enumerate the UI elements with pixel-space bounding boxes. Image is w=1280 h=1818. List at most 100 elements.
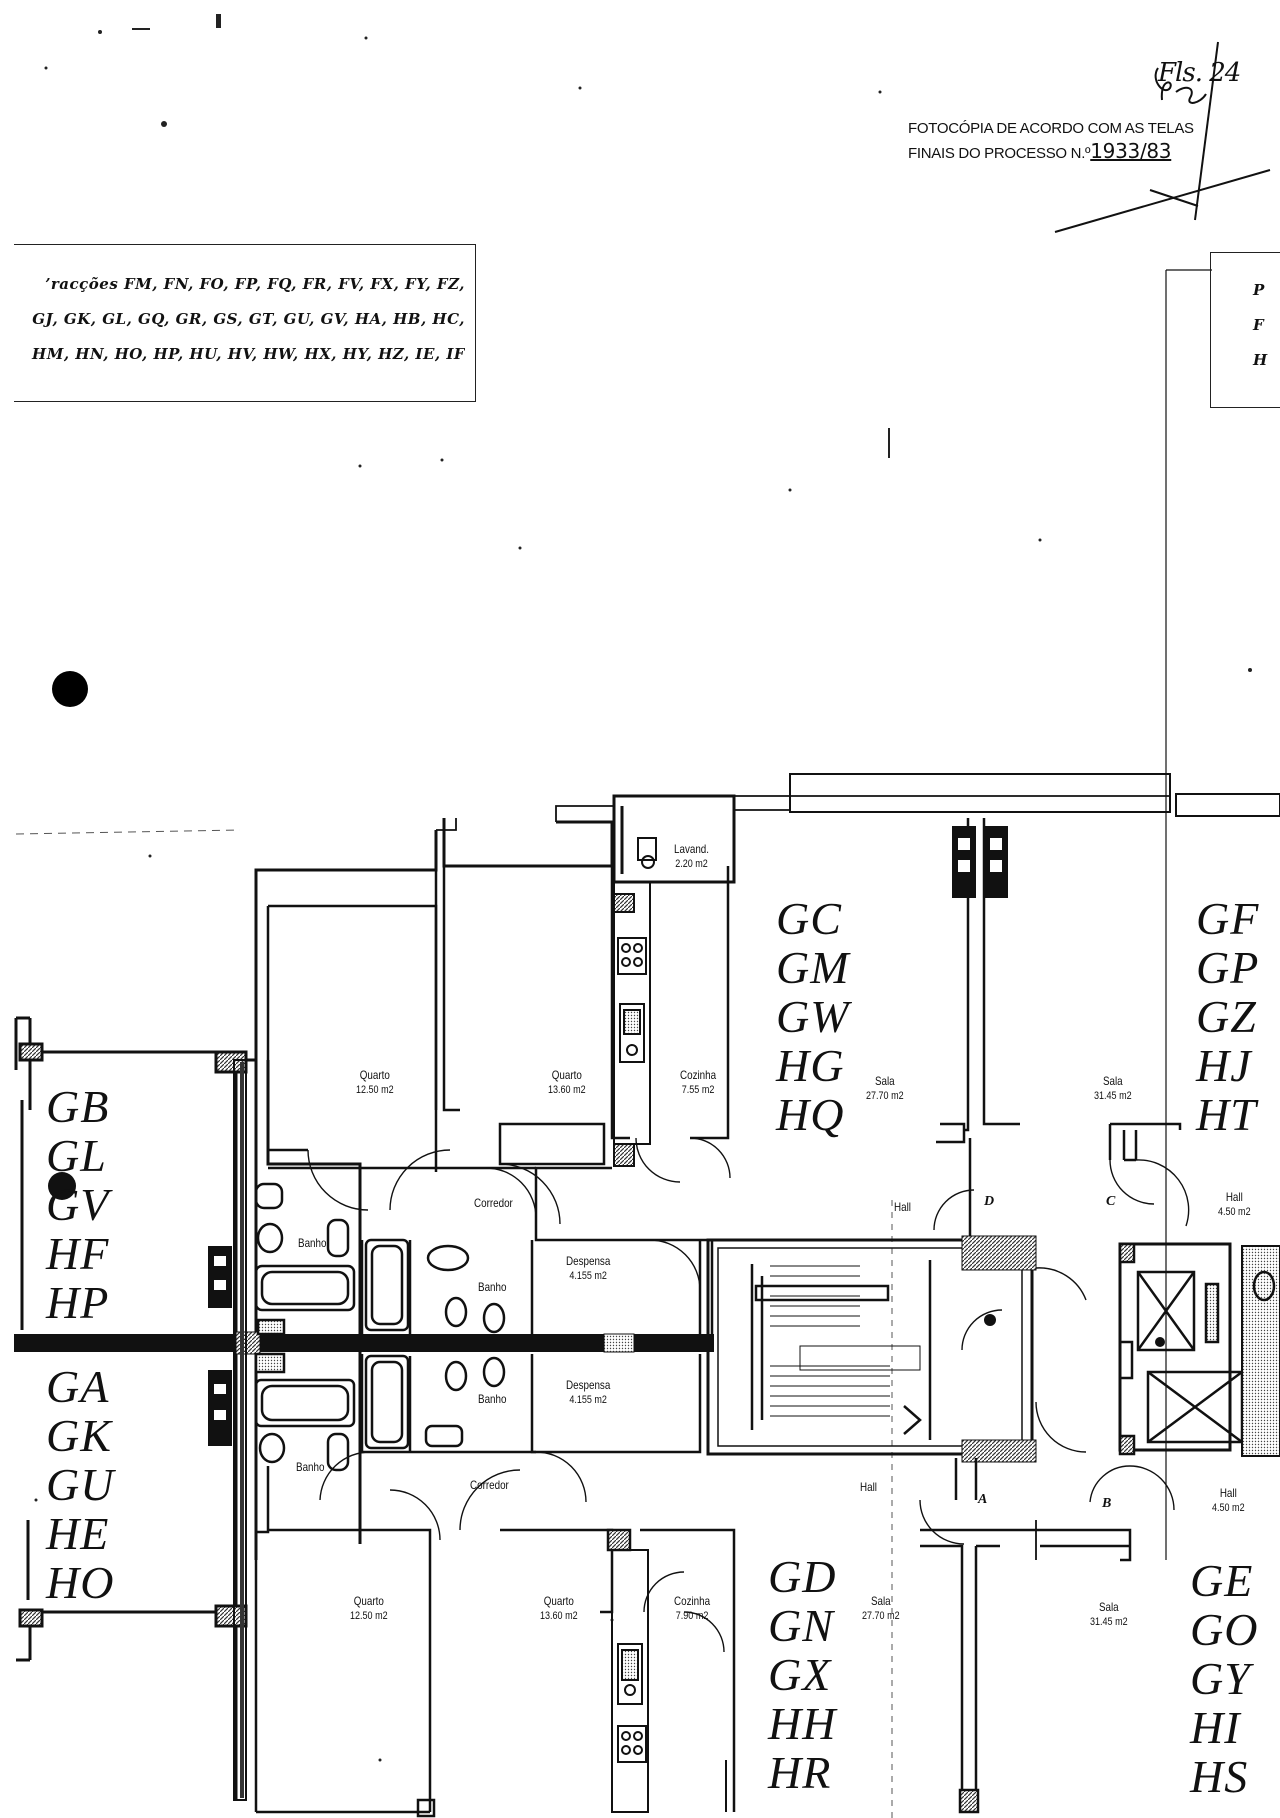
punch-hole bbox=[52, 671, 88, 707]
unit-code: GV bbox=[46, 1179, 110, 1230]
room-name: Banho bbox=[478, 1280, 507, 1294]
room-area: 12.50 m2 bbox=[356, 1084, 394, 1096]
room-name: Sala bbox=[870, 1594, 891, 1608]
unit-code: HF bbox=[46, 1228, 110, 1279]
room-banho-1: Banho bbox=[298, 1236, 326, 1251]
units-left-lower: GA GK GU HE HO bbox=[46, 1362, 114, 1607]
room-name: Corredor bbox=[470, 1478, 509, 1492]
walls bbox=[14, 773, 1280, 1800]
room-name: Quarto bbox=[543, 1594, 574, 1608]
room-name: Quarto bbox=[353, 1594, 384, 1608]
units-center-lower: GD GN GX HH HR bbox=[768, 1552, 836, 1797]
room-area: 12.50 m2 bbox=[350, 1610, 388, 1622]
room-name: Despensa bbox=[566, 1378, 611, 1392]
units-right-lower: GE GO GY HI HS bbox=[1190, 1556, 1258, 1801]
unit-code: GK bbox=[46, 1410, 112, 1461]
room-area: 7.90 m2 bbox=[675, 1610, 709, 1622]
room-area: 4.155 m2 bbox=[569, 1270, 607, 1282]
unit-code: GY bbox=[1190, 1653, 1251, 1704]
unit-code: GL bbox=[46, 1130, 107, 1181]
room-name: Hall bbox=[1219, 1486, 1237, 1500]
room-corredor-top: Corredor bbox=[474, 1196, 513, 1211]
room-area: 27.70 m2 bbox=[866, 1090, 904, 1102]
room-area: 4.155 m2 bbox=[569, 1394, 607, 1406]
room-name: Hall bbox=[894, 1200, 911, 1214]
units-right-upper: GF GP GZ HJ HT bbox=[1196, 894, 1259, 1139]
room-name: Quarto bbox=[551, 1068, 582, 1082]
punch-hole-small bbox=[48, 1172, 76, 1200]
room-banho-4: Banho bbox=[296, 1460, 324, 1475]
stamp-line-1: FOTOCÓPIA DE ACORDO COM AS TELAS bbox=[908, 120, 1194, 137]
room-hall-top-right: Hall 4.50 m2 bbox=[1218, 1190, 1251, 1220]
room-name: Banho bbox=[478, 1392, 507, 1406]
unit-code: GB bbox=[46, 1081, 110, 1132]
stamp-line-2: FINAIS DO PROCESSO N.º1933/83 bbox=[908, 140, 1198, 165]
unit-code: HJ bbox=[1196, 1040, 1252, 1091]
unit-code: HE bbox=[46, 1508, 110, 1559]
side-fractions-box: P F H bbox=[1210, 252, 1280, 408]
room-name: Sala bbox=[1102, 1074, 1123, 1088]
unit-code: HO bbox=[46, 1557, 115, 1608]
unit-code: GC bbox=[776, 893, 842, 944]
room-name: Corredor bbox=[474, 1196, 513, 1210]
scan-specks bbox=[34, 14, 1252, 1762]
room-area: 2.20 m2 bbox=[675, 858, 708, 870]
page-mark: Fls. 24 bbox=[1158, 58, 1241, 88]
unit-code: GF bbox=[1196, 893, 1260, 944]
room-area: 13.60 m2 bbox=[548, 1084, 586, 1096]
unit-code: HI bbox=[1190, 1702, 1241, 1753]
side-line-1: P bbox=[1253, 281, 1265, 299]
room-despensa-top: Despensa 4.155 m2 bbox=[566, 1254, 610, 1284]
unit-code: HG bbox=[776, 1040, 845, 1091]
room-hall-top-left: Hall bbox=[894, 1200, 911, 1215]
room-area: 31.45 m2 bbox=[1094, 1090, 1132, 1102]
stamp-process-label: FINAIS DO PROCESSO N.º bbox=[908, 145, 1091, 162]
door-letter-c: C bbox=[1106, 1194, 1116, 1209]
side-line-3: H bbox=[1253, 351, 1268, 369]
room-corredor-bottom: Corredor bbox=[470, 1478, 509, 1493]
unit-code: GN bbox=[768, 1600, 834, 1651]
unit-code: GA bbox=[46, 1361, 110, 1412]
unit-code: GZ bbox=[1196, 991, 1257, 1042]
room-name: Hall bbox=[860, 1480, 877, 1494]
room-quarto-a-bottom: Quarto 12.50 m2 bbox=[350, 1594, 388, 1624]
room-banho-2: Banho bbox=[478, 1280, 506, 1295]
unit-code: HT bbox=[1196, 1089, 1257, 1140]
unit-code: GW bbox=[776, 991, 850, 1042]
unit-code: HP bbox=[46, 1277, 110, 1328]
signature-mark bbox=[1054, 41, 1271, 233]
fractions-line-3: HM, HN, HO, HP, HU, HV, HW, HX, HY, HZ, … bbox=[32, 345, 465, 363]
unit-code: HH bbox=[768, 1698, 837, 1749]
room-name: Cozinha bbox=[674, 1594, 711, 1608]
fractions-box: ʼracções FM, FN, FO, FP, FQ, FR, FV, FX,… bbox=[14, 244, 476, 402]
unit-code: HQ bbox=[776, 1089, 845, 1140]
room-sala-d-top: Sala 31.45 m2 bbox=[1094, 1074, 1132, 1104]
room-hall-bottom-left: Hall bbox=[860, 1480, 877, 1495]
room-name: Sala bbox=[1098, 1600, 1119, 1614]
room-name: Despensa bbox=[566, 1254, 611, 1268]
room-area: 31.45 m2 bbox=[1090, 1616, 1128, 1628]
room-area: 13.60 m2 bbox=[540, 1610, 578, 1622]
room-area: 4.50 m2 bbox=[1218, 1206, 1251, 1218]
unit-code: HS bbox=[1190, 1751, 1249, 1802]
unit-code: GX bbox=[768, 1649, 832, 1700]
stamp-process-number: 1933/83 bbox=[1090, 139, 1172, 163]
room-name: Banho bbox=[296, 1460, 325, 1474]
room-despensa-bottom: Despensa 4.155 m2 bbox=[566, 1378, 610, 1408]
certification-stamp: FOTOCÓPIA DE ACORDO COM AS TELAS FINAIS … bbox=[908, 118, 1198, 165]
room-cozinha-bottom: Cozinha 7.90 m2 bbox=[674, 1594, 710, 1624]
room-name: Cozinha bbox=[680, 1068, 717, 1082]
unit-code: GE bbox=[1190, 1555, 1254, 1606]
room-banho-3: Banho bbox=[478, 1392, 506, 1407]
room-quarto-b-bottom: Quarto 13.60 m2 bbox=[540, 1594, 578, 1624]
room-quarto-b-top: Quarto 13.60 m2 bbox=[548, 1068, 586, 1098]
fractions-line-2: GJ, GK, GL, GQ, GR, GS, GT, GU, GV, HA, … bbox=[32, 310, 465, 328]
unit-code: HR bbox=[768, 1747, 832, 1798]
unit-code: GM bbox=[776, 942, 850, 993]
room-name: Hall bbox=[1225, 1190, 1243, 1204]
